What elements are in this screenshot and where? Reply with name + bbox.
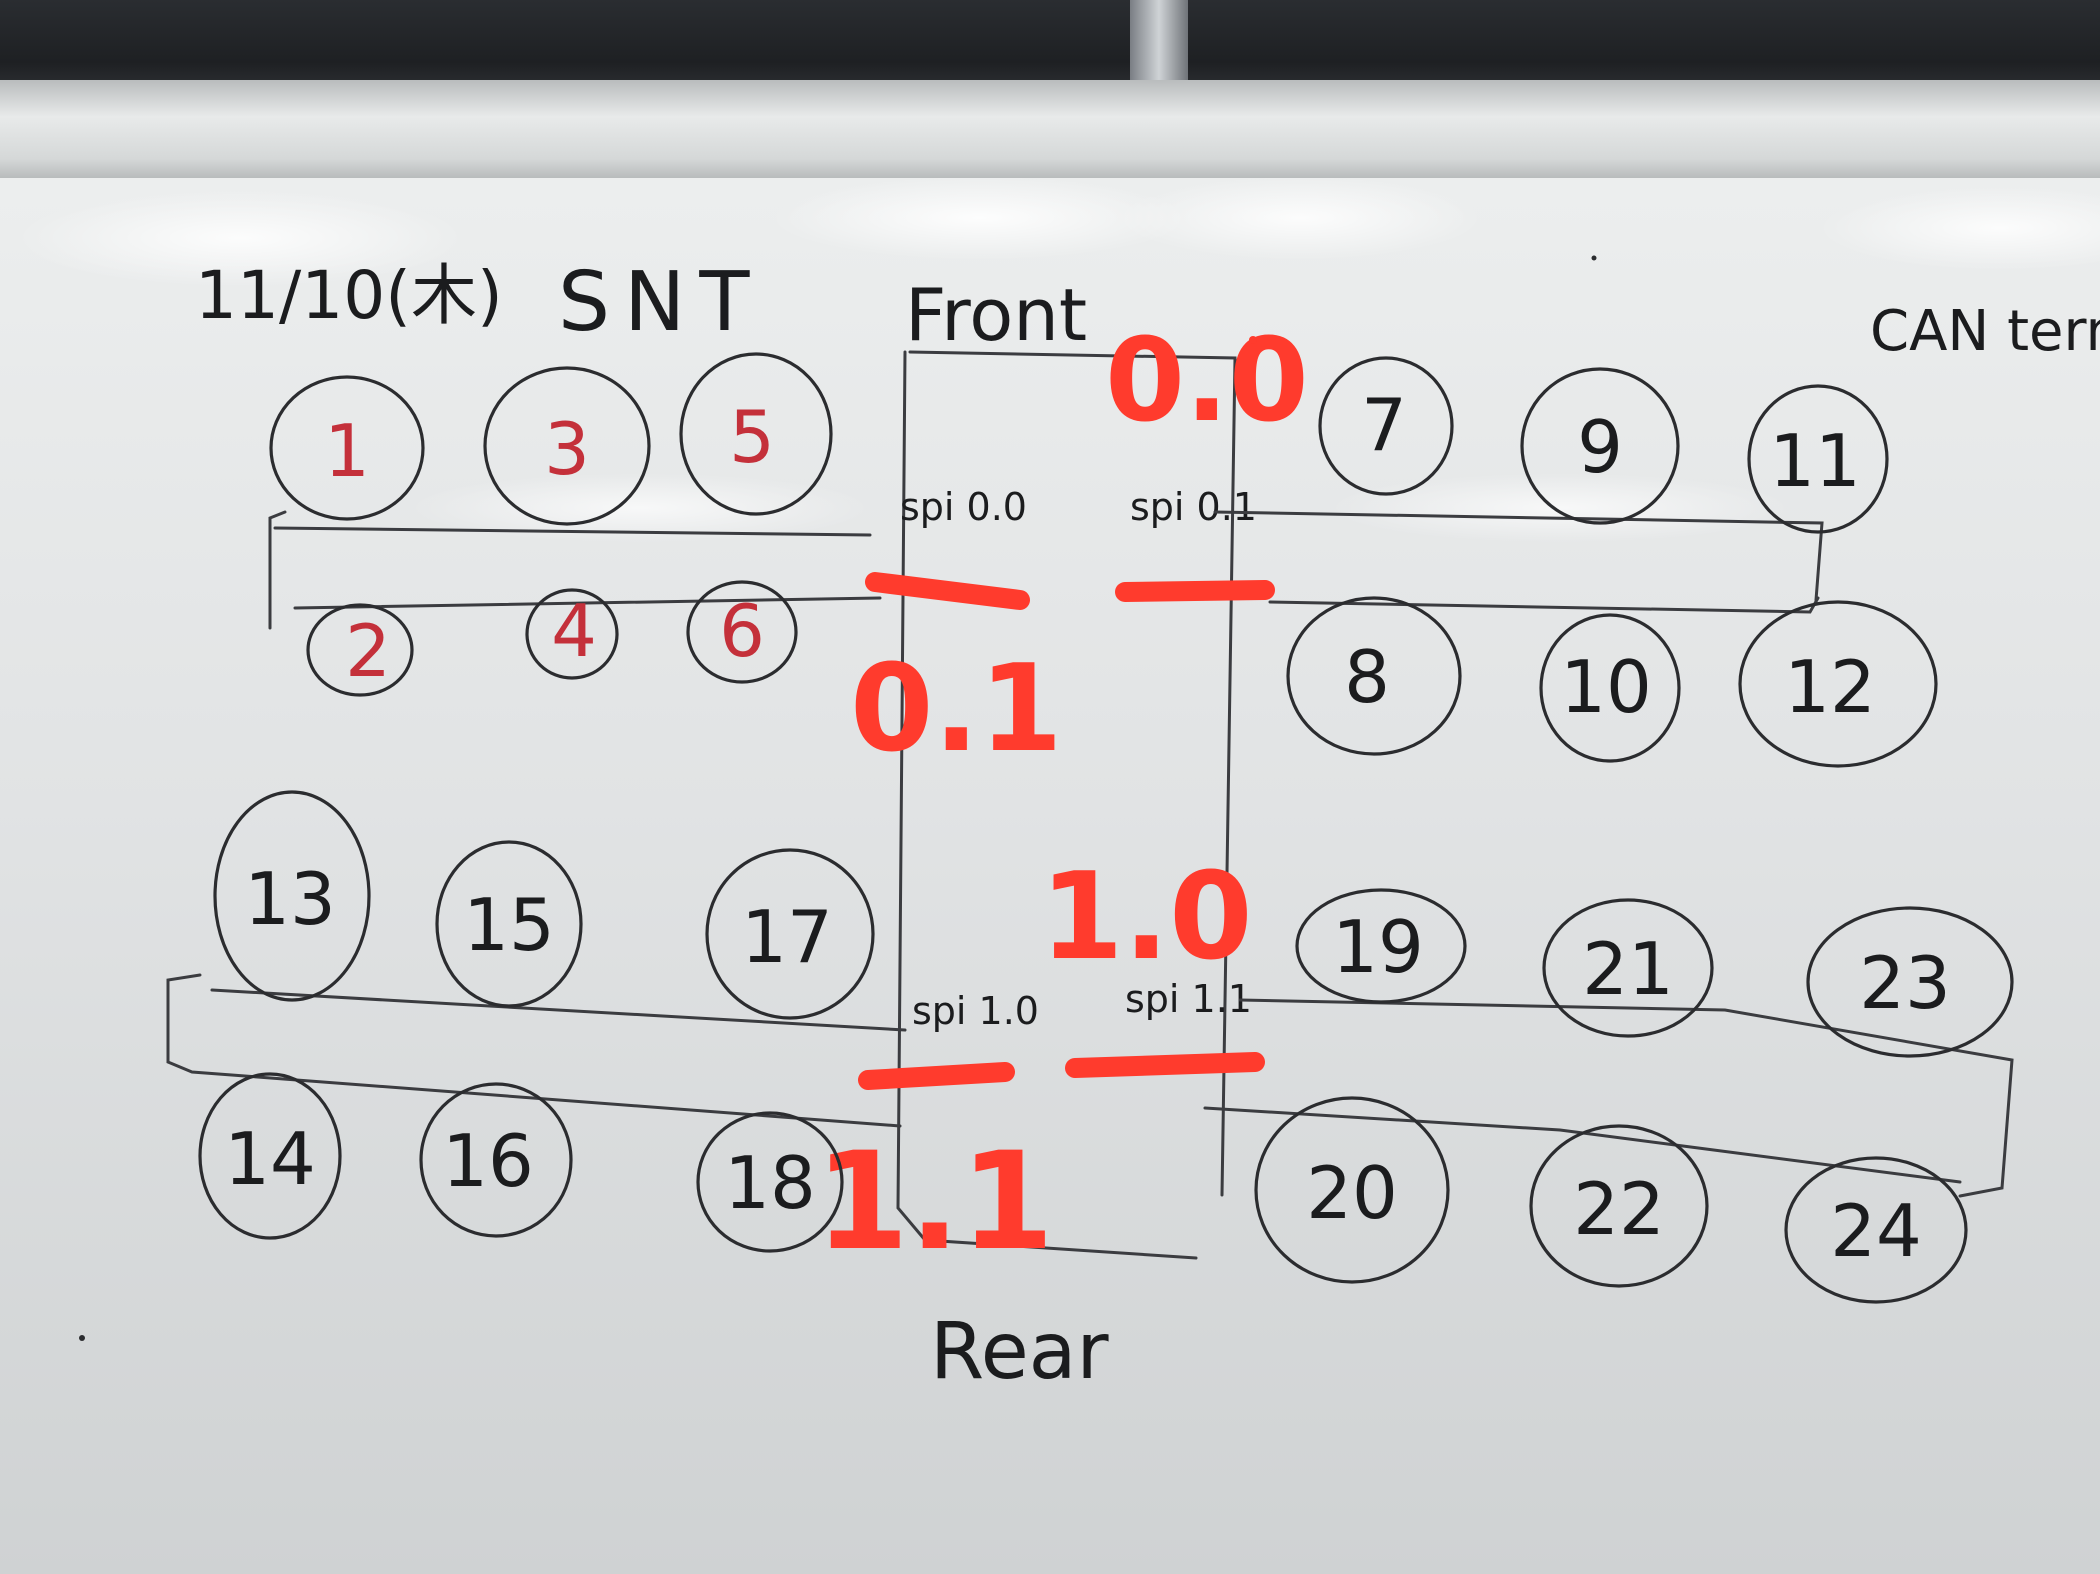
node-3: 3 [483,366,651,526]
wire-top-right-upper [1213,510,1824,602]
node-10: 10 [1539,613,1681,763]
svg-text:21: 21 [1582,927,1674,1011]
node-2: 2 [306,603,414,697]
spi-strike-10 [858,1062,1015,1090]
svg-text:8: 8 [1344,635,1390,719]
center-board-outline [896,350,1237,1260]
svg-text:1: 1 [324,409,370,493]
node-19: 19 [1295,888,1467,1004]
node-4: 4 [525,588,619,680]
svg-text:4: 4 [551,589,597,673]
svg-text:12: 12 [1784,645,1876,729]
node-14: 14 [198,1072,342,1240]
front-label: Front [905,273,1087,357]
wire-top-left-upper [268,510,872,630]
spi-label-11: spi 1.1 [1125,977,1252,1021]
svg-text:15: 15 [463,883,555,967]
author-note: SNT [558,255,763,350]
rear-label: Rear [930,1307,1109,1397]
spi-label-00: spi 0.0 [900,485,1027,529]
spi-label-01: spi 0.1 [1130,485,1257,529]
node-12: 12 [1738,600,1938,768]
svg-text:16: 16 [442,1119,534,1203]
node-5: 5 [679,352,833,516]
spi-label-10: spi 1.0 [912,989,1039,1033]
red-annotation-01: 0.1 [850,640,1063,779]
whiteboard-surface [0,178,2100,1574]
wire-bottom-right-lower [1203,1106,1962,1184]
whiteboard-frame [0,80,2100,185]
can-label: CAN term [1870,299,2100,364]
node-21: 21 [1542,898,1714,1038]
spi-strike-00 [865,572,1030,610]
node-17: 17 [705,848,875,1020]
node-1: 1 [269,375,425,521]
svg-text:10: 10 [1560,645,1652,729]
svg-text:24: 24 [1830,1189,1922,1273]
node-8: 8 [1286,596,1462,756]
node-6: 6 [686,580,798,684]
svg-text:20: 20 [1306,1151,1398,1235]
svg-text:7: 7 [1361,383,1407,467]
svg-text:3: 3 [544,407,590,491]
svg-text:19: 19 [1332,905,1424,989]
ceiling-bracket [1130,0,1188,86]
wire-bottom-left-upper [166,973,907,1128]
svg-text:2: 2 [345,609,391,693]
spi-strike-11 [1065,1052,1265,1078]
spi-strike-01 [1115,580,1275,602]
node-7: 7 [1318,356,1454,496]
node-13: 13 [213,790,371,1002]
red-annotation-00: 0.0 [1105,314,1309,448]
svg-text:22: 22 [1573,1167,1665,1251]
svg-text:14: 14 [224,1117,316,1201]
svg-text:23: 23 [1859,941,1951,1025]
svg-text:6: 6 [719,589,765,673]
node-16: 16 [419,1082,573,1238]
node-22: 22 [1529,1124,1709,1288]
red-annotation-10: 1.0 [1040,848,1253,987]
svg-text:18: 18 [724,1141,816,1225]
node-9: 9 [1520,367,1680,525]
svg-text:13: 13 [244,857,336,941]
svg-text:5: 5 [729,395,775,479]
svg-text:17: 17 [741,895,833,979]
svg-text:9: 9 [1577,405,1623,489]
board-speck [1249,336,1257,344]
board-speck [79,1335,85,1341]
node-15: 15 [435,840,583,1008]
node-18: 18 [696,1111,844,1253]
svg-text:11: 11 [1769,419,1861,503]
node-23: 23 [1806,906,2014,1058]
red-annotation-11: 1.1 [815,1123,1054,1280]
node-24: 24 [1784,1156,1968,1304]
board-speck [1591,255,1597,261]
date-note: 11/10(木) [195,257,503,334]
node-11: 11 [1747,384,1889,534]
wire-bottom-right-upper [1238,998,2014,1198]
node-20: 20 [1254,1096,1450,1284]
